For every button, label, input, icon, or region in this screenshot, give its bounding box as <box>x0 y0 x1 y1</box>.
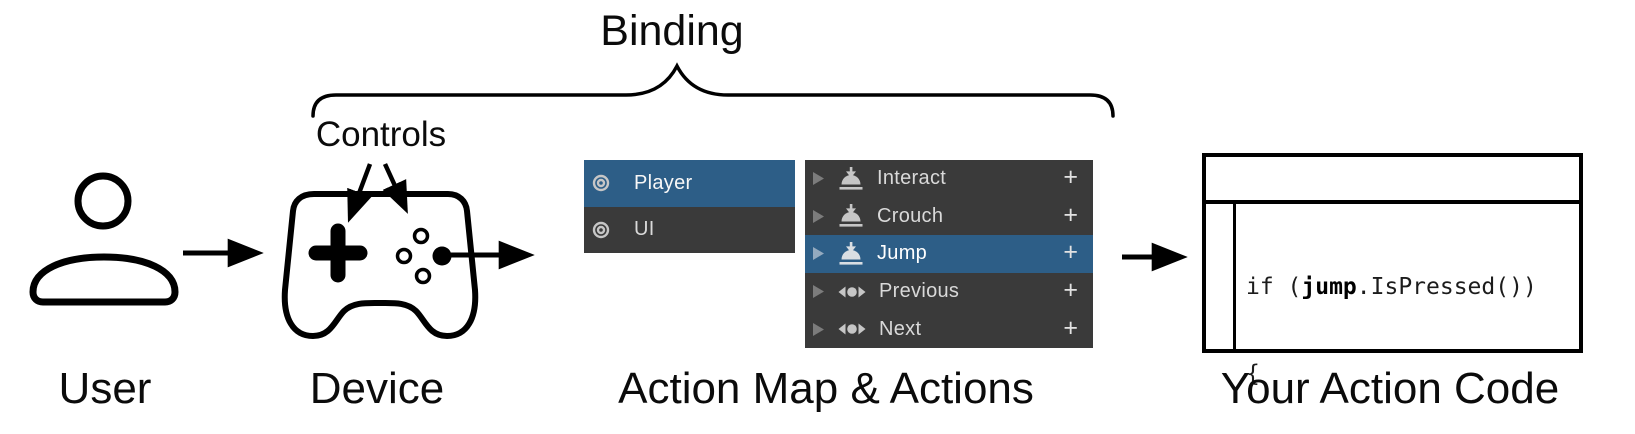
user-body <box>29 253 179 306</box>
face-buttons-icon <box>395 227 452 285</box>
action-row-previous[interactable]: Previous + <box>805 272 1093 311</box>
foldout-triangle-icon[interactable] <box>811 245 826 262</box>
controls-arrows-icon <box>347 163 408 223</box>
action-map-icon <box>592 221 610 238</box>
caption-action-map: Action Map & Actions <box>618 364 1034 413</box>
binding-label: Binding <box>600 7 744 55</box>
controls-label: Controls <box>315 115 447 154</box>
action-row-next[interactable]: Next + <box>805 310 1093 348</box>
add-binding-button[interactable]: + <box>1063 163 1078 192</box>
button-action-icon <box>839 166 863 190</box>
action-row-crouch[interactable]: Crouch + <box>805 197 1093 236</box>
foldout-triangle-icon[interactable] <box>811 283 826 300</box>
action-map-panel: Player UI <box>584 160 795 253</box>
code-line-1: if (jump.IsPressed()) <box>1246 274 1537 300</box>
axis-action-icon <box>838 323 866 335</box>
action-row-jump[interactable]: Jump + <box>805 235 1093 273</box>
action-map-label: Player <box>634 171 693 194</box>
button-action-icon <box>839 204 863 227</box>
action-label: Previous <box>879 280 960 303</box>
action-label: Jump <box>877 242 928 265</box>
code-line-2: { <box>1246 361 1260 387</box>
caption-action-code: Your Action Code <box>1220 364 1560 413</box>
user-head <box>74 172 132 230</box>
add-binding-button[interactable]: + <box>1063 238 1078 267</box>
caption-user: User <box>58 364 152 413</box>
code-snippet: if (jump.IsPressed()) { // your code } <box>1246 215 1537 434</box>
add-binding-button[interactable]: + <box>1063 313 1078 342</box>
actions-panel: Interact + Crouch + <box>805 160 1093 348</box>
code-titlebar <box>1206 157 1579 204</box>
action-label: Crouch <box>877 204 944 227</box>
code-body: if (jump.IsPressed()) { // your code } <box>1206 204 1579 387</box>
axis-action-icon <box>838 286 866 298</box>
user-icon <box>29 172 179 306</box>
gamepad-icon <box>281 191 479 340</box>
foldout-triangle-icon[interactable] <box>811 208 826 225</box>
gamepad-body <box>281 191 479 340</box>
add-binding-button[interactable]: + <box>1063 276 1078 305</box>
foldout-triangle-icon[interactable] <box>811 170 826 187</box>
code-gutter <box>1233 204 1236 349</box>
pressed-button-icon <box>432 246 452 266</box>
action-map-icon <box>592 175 610 192</box>
binding-brace-icon <box>311 62 1115 118</box>
dpad-icon <box>308 223 368 283</box>
code-box: if (jump.IsPressed()) { // your code } <box>1202 153 1583 387</box>
action-map-row-player[interactable]: Player <box>584 160 795 207</box>
action-map-label: UI <box>634 218 655 241</box>
action-label: Interact <box>877 167 947 190</box>
caption-device: Device <box>309 364 445 413</box>
action-label: Next <box>879 317 922 340</box>
action-map-row-ui[interactable]: UI <box>584 206 795 253</box>
button-action-icon <box>839 241 863 265</box>
foldout-triangle-icon[interactable] <box>811 321 826 338</box>
add-binding-button[interactable]: + <box>1063 200 1078 229</box>
action-row-interact[interactable]: Interact + <box>805 160 1093 198</box>
